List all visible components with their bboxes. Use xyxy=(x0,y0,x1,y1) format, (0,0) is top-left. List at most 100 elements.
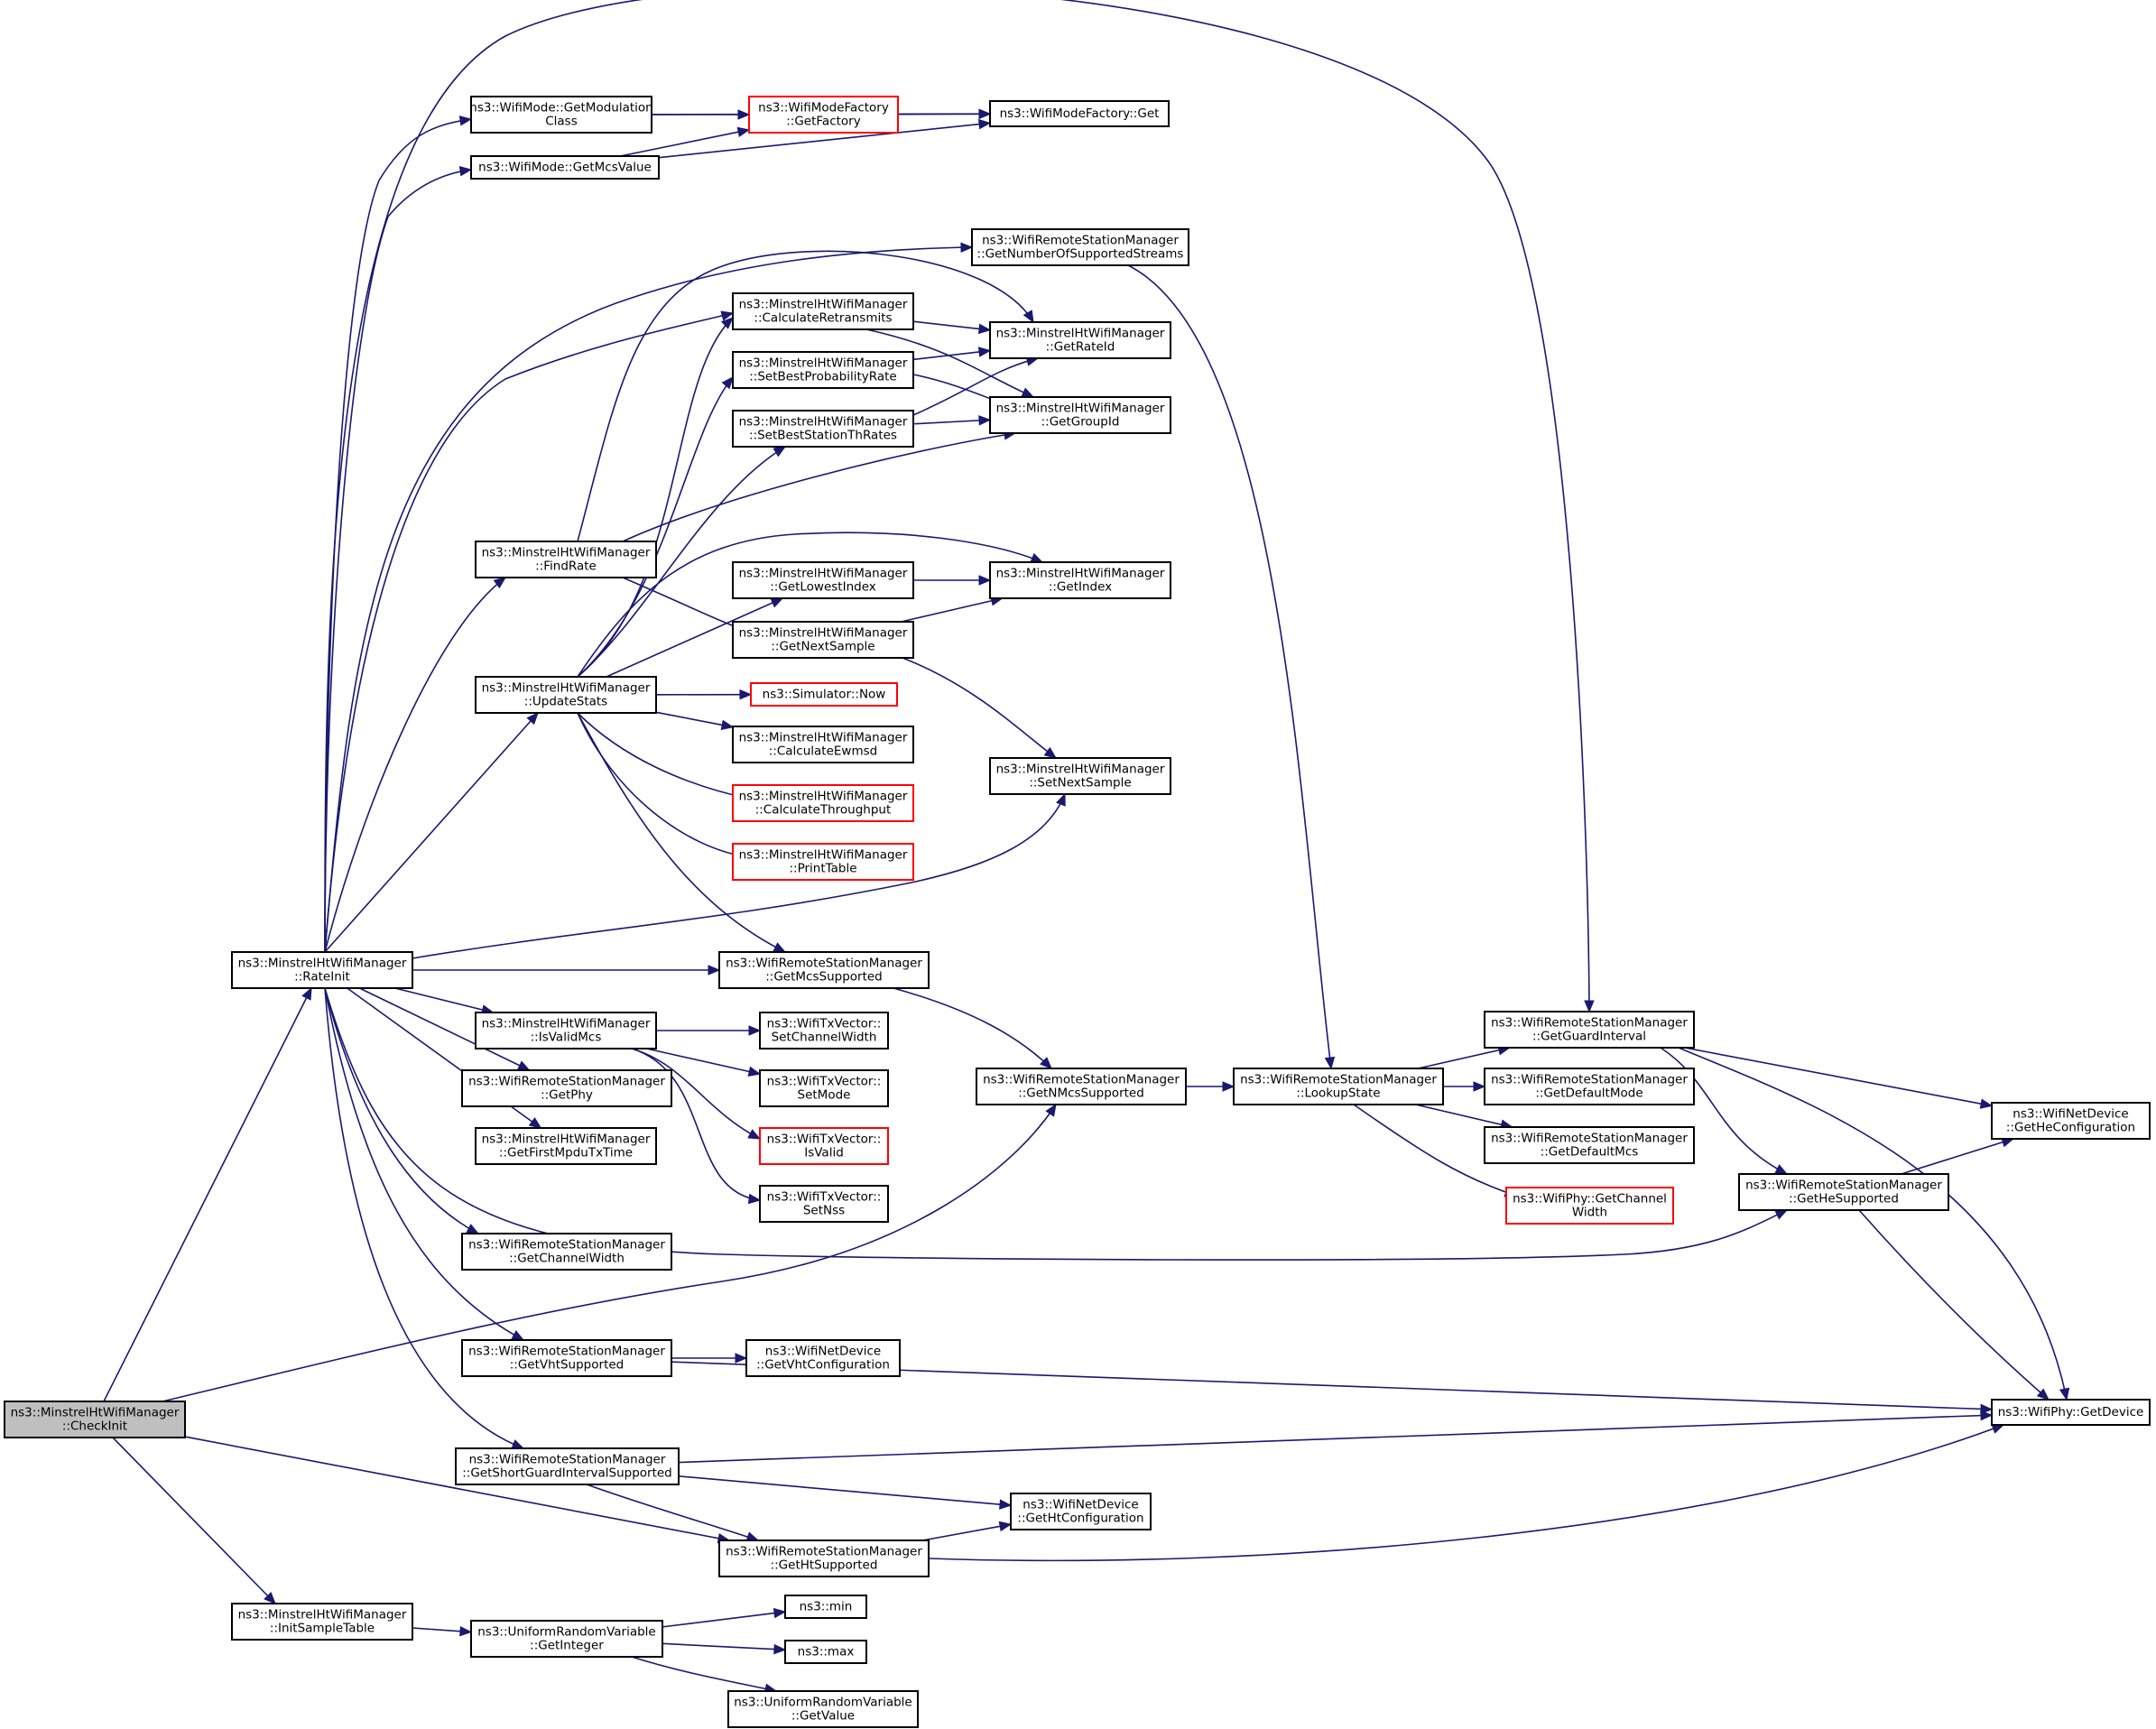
node-getguardinterval[interactable]: ns3::WifiRemoteStationManager::GetGuardI… xyxy=(1484,1011,1695,1049)
node-box xyxy=(989,561,1171,599)
node-label: ns3::WifiTxVector:: xyxy=(767,1075,882,1089)
node-label: ::SetBestProbabilityRate xyxy=(749,370,896,384)
arrowhead xyxy=(978,108,992,120)
node-getvhtconfig[interactable]: ns3::WifiNetDevice::GetVhtConfiguration xyxy=(745,1339,901,1377)
arrowhead xyxy=(1979,1098,1994,1109)
node-getrateid[interactable]: ns3::MinstrelHtWifiManager::GetRateId xyxy=(989,321,1171,359)
node-getinteger[interactable]: ns3::UniformRandomVariable::GetInteger xyxy=(470,1620,663,1658)
node-getfirstmpdu[interactable]: ns3::MinstrelHtWifiManager::GetFirstMpdu… xyxy=(475,1127,657,1165)
node-getgroupid[interactable]: ns3::MinstrelHtWifiManager::GetGroupId xyxy=(989,396,1171,434)
node-box xyxy=(748,96,899,134)
node-printtable[interactable]: ns3::MinstrelHtWifiManager::PrintTable xyxy=(732,843,914,881)
node-label: ns3::MinstrelHtWifiManager xyxy=(482,1017,651,1031)
node-isvalidmcs[interactable]: ns3::MinstrelHtWifiManager::IsValidMcs xyxy=(475,1012,657,1049)
arrowhead xyxy=(528,1117,542,1129)
node-factoryget[interactable]: ns3::WifiModeFactory::Get xyxy=(989,100,1170,127)
node-rateinit[interactable]: ns3::MinstrelHtWifiManager::RateInit xyxy=(231,951,413,989)
node-getvalue[interactable]: ns3::UniformRandomVariable::GetValue xyxy=(727,1690,919,1728)
edge-isvalidmcs-to-isvalid xyxy=(631,1048,762,1140)
node-label: ::GetIndex xyxy=(1049,580,1112,595)
node-label: ns3::WifiNetDevice xyxy=(1022,1498,1138,1512)
node-box xyxy=(989,396,1171,434)
arrowhead xyxy=(998,1521,1013,1532)
node-label: ::GetShortGuardIntervalSupported xyxy=(462,1466,672,1481)
node-findrate[interactable]: ns3::MinstrelHtWifiManager::FindRate xyxy=(475,541,657,578)
node-getchanwidth[interactable]: ns3::WifiRemoteStationManager::GetChanne… xyxy=(461,1233,672,1271)
node-box xyxy=(461,1339,672,1377)
node-setbestth[interactable]: ns3::MinstrelHtWifiManager::SetBestStati… xyxy=(732,410,914,448)
node-getphy[interactable]: ns3::WifiRemoteStationManager::GetPhy xyxy=(461,1069,672,1107)
node-setmode[interactable]: ns3::WifiTxVector::SetMode xyxy=(759,1069,889,1107)
node-gethtsupported[interactable]: ns3::WifiRemoteStationManager::GetHtSupp… xyxy=(718,1539,930,1577)
node-calcthroughput[interactable]: ns3::MinstrelHtWifiManager::CalculateThr… xyxy=(732,784,914,822)
node-getlowestidx[interactable]: ns3::MinstrelHtWifiManager::GetLowestInd… xyxy=(732,561,914,599)
arrowhead xyxy=(773,1607,787,1619)
node-simnow[interactable]: ns3::Simulator::Now xyxy=(750,682,898,707)
node-getnmcs[interactable]: ns3::WifiRemoteStationManager::GetNMcsSu… xyxy=(976,1068,1187,1105)
edge-line xyxy=(901,597,1003,623)
node-label: ::GetFirstMpduTxTime xyxy=(499,1146,633,1160)
node-isvalid[interactable]: ns3::WifiTxVector::IsValid xyxy=(759,1127,889,1165)
edge-rateinit-to-getguardinterval xyxy=(324,0,1595,1013)
edge-line xyxy=(324,312,734,953)
edge-line xyxy=(1418,1047,1510,1069)
call-graph-edges xyxy=(103,0,2070,1694)
node-lookupstate[interactable]: ns3::WifiRemoteStationManager::LookupSta… xyxy=(1233,1068,1444,1105)
node-label: SetChannelWidth xyxy=(772,1031,877,1045)
node-label: ::GetRateId xyxy=(1046,340,1115,355)
node-getchannelwidthphy[interactable]: ns3::WifiPhy::GetChannelWidth xyxy=(1505,1187,1674,1225)
arrowhead xyxy=(1045,1103,1057,1117)
node-setbestprob[interactable]: ns3::MinstrelHtWifiManager::SetBestProba… xyxy=(732,351,914,389)
node-calcewmsd[interactable]: ns3::MinstrelHtWifiManager::CalculateEwm… xyxy=(732,726,914,763)
node-nsmin[interactable]: ns3::min xyxy=(784,1595,867,1619)
edge-line xyxy=(646,1048,761,1075)
node-calcretrans[interactable]: ns3::MinstrelHtWifiManager::CalculateRet… xyxy=(732,292,914,330)
node-label: ::GetVhtSupported xyxy=(510,1358,624,1373)
node-label: ns3::MinstrelHtWifiManager xyxy=(996,763,1165,777)
node-label: ::GetHeConfiguration xyxy=(2006,1121,2135,1135)
edge-line xyxy=(324,987,524,1449)
node-getsgisupported[interactable]: ns3::WifiRemoteStationManager::GetShortG… xyxy=(455,1447,680,1485)
node-checkinit[interactable]: ns3::MinstrelHtWifiManager::CheckInit xyxy=(4,1401,186,1438)
node-setnss[interactable]: ns3::WifiTxVector::SetNss xyxy=(759,1185,889,1223)
node-initsample[interactable]: ns3::MinstrelHtWifiManager::InitSampleTa… xyxy=(231,1603,413,1641)
node-getmcssupported[interactable]: ns3::WifiRemoteStationManager::GetMcsSup… xyxy=(718,951,930,989)
node-getmcsvalue[interactable]: ns3::WifiMode::GetMcsValue xyxy=(470,155,660,180)
node-nsmax[interactable]: ns3::max xyxy=(784,1640,867,1664)
node-label: ns3::MinstrelHtWifiManager xyxy=(996,567,1165,581)
node-label: ::GetChannelWidth xyxy=(509,1252,625,1266)
node-label: ns3::WifiRemoteStationManager xyxy=(468,1238,665,1253)
edge-lookupstate-to-getdefaultmode xyxy=(1443,1081,1486,1092)
arrowhead xyxy=(264,1592,276,1604)
node-getheconfig[interactable]: ns3::WifiNetDevice::GetHeConfiguration xyxy=(1991,1102,2151,1140)
node-box xyxy=(784,1640,867,1664)
edge-line xyxy=(577,712,750,800)
node-getindex[interactable]: ns3::MinstrelHtWifiManager::GetIndex xyxy=(989,561,1171,599)
node-setchanwidth[interactable]: ns3::WifiTxVector::SetChannelWidth xyxy=(759,1012,889,1049)
node-updatestats[interactable]: ns3::MinstrelHtWifiManager::UpdateStats xyxy=(475,676,657,714)
node-getdefaultmcs[interactable]: ns3::WifiRemoteStationManager::GetDefaul… xyxy=(1484,1126,1695,1164)
node-getdevice[interactable]: ns3::WifiPhy::GetDevice xyxy=(1991,1399,2151,1426)
node-box xyxy=(455,1447,680,1485)
arrowhead xyxy=(747,1193,762,1205)
node-box xyxy=(759,1185,889,1223)
node-box xyxy=(732,621,914,659)
node-gethtconfig[interactable]: ns3::WifiNetDevice::GetHtConfiguration xyxy=(1010,1493,1152,1530)
edge-line xyxy=(912,349,991,361)
arrowhead xyxy=(720,317,734,329)
node-getnextsample[interactable]: ns3::MinstrelHtWifiManager::GetNextSampl… xyxy=(732,621,914,659)
edge-setbestth-to-getgroupid xyxy=(912,415,992,426)
node-getdefaultmode[interactable]: ns3::WifiRemoteStationManager::GetDefaul… xyxy=(1484,1068,1695,1105)
arrowhead xyxy=(1324,1056,1336,1070)
node-getvhtsupported[interactable]: ns3::WifiRemoteStationManager::GetVhtSup… xyxy=(461,1339,672,1377)
node-setnextsample[interactable]: ns3::MinstrelHtWifiManager::SetNextSampl… xyxy=(989,757,1171,795)
node-label: ::GetHtSupported xyxy=(771,1558,878,1573)
node-box xyxy=(475,676,657,714)
node-getnumstreams[interactable]: ns3::WifiRemoteStationManager::GetNumber… xyxy=(971,228,1189,266)
arrowhead xyxy=(978,575,992,586)
node-gethesupported[interactable]: ns3::WifiRemoteStationManager::GetHeSupp… xyxy=(1738,1173,1949,1211)
node-getfactory[interactable]: ns3::WifiModeFactory::GetFactory xyxy=(748,96,899,134)
node-box xyxy=(732,351,914,389)
